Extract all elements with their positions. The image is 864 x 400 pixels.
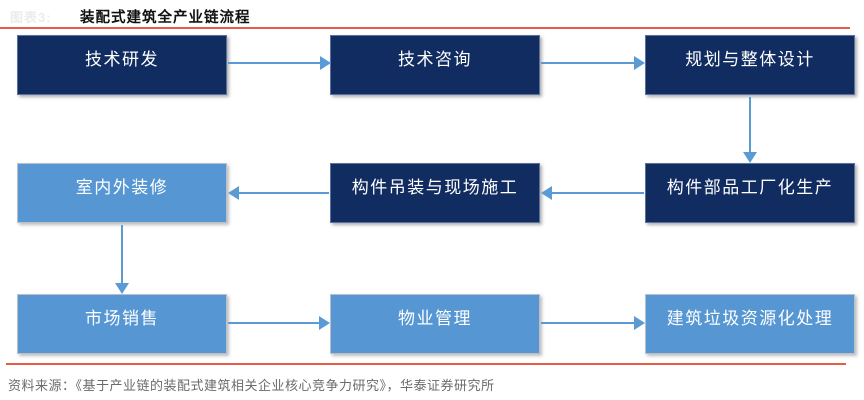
arrow-right-icon — [228, 56, 331, 70]
arrow-down-icon — [743, 97, 757, 163]
figure-title: 装配式建筑全产业链流程 — [80, 10, 251, 26]
node-label: 构件部品工厂化生产 — [666, 178, 834, 197]
node-label: 物业管理 — [398, 309, 472, 328]
flow-node-interior-exterior-decoration: 室内外装修 — [17, 163, 227, 223]
bottom-rule-line — [6, 363, 846, 365]
flow-node-tech-consulting: 技术咨询 — [330, 35, 540, 95]
node-label: 技术咨询 — [398, 50, 472, 69]
flow-node-waste-recycling: 建筑垃圾资源化处理 — [645, 294, 855, 354]
node-label: 室内外装修 — [75, 178, 169, 197]
arrow-left-icon — [228, 186, 329, 200]
node-label: 技术研发 — [85, 50, 159, 69]
flow-node-market-sales: 市场销售 — [17, 294, 227, 354]
source-note: 资料来源：《基于产业链的装配式建筑相关企业核心竞争力研究》，华泰证券研究所 — [8, 378, 495, 393]
node-label: 规划与整体设计 — [685, 50, 815, 69]
flow-node-hoisting-construction: 构件吊装与现场施工 — [330, 163, 540, 223]
arrow-right-icon — [228, 316, 330, 330]
figure-number-label: 图表3: — [10, 10, 52, 25]
arrow-right-icon — [541, 56, 645, 70]
flow-node-factory-production: 构件部品工厂化生产 — [645, 163, 855, 223]
arrow-down-icon — [115, 225, 129, 294]
top-rule-line — [0, 27, 850, 29]
flow-node-planning-design: 规划与整体设计 — [645, 35, 855, 95]
node-label: 建筑垃圾资源化处理 — [666, 309, 834, 328]
arrow-right-icon — [541, 316, 645, 330]
flow-node-tech-rd: 技术研发 — [17, 35, 227, 95]
node-label: 构件吊装与现场施工 — [351, 178, 519, 197]
node-label: 市场销售 — [85, 309, 159, 328]
arrow-left-icon — [541, 186, 644, 200]
flow-node-property-management: 物业管理 — [330, 294, 540, 354]
